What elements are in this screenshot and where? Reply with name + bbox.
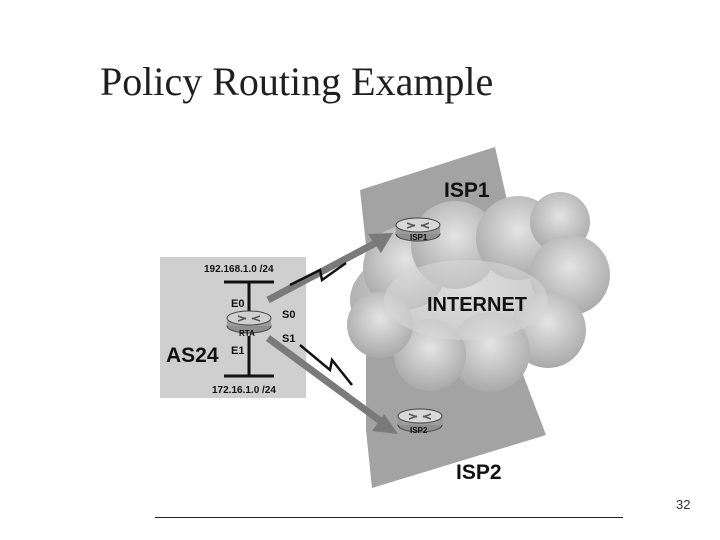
router-rta-label: RTA xyxy=(239,329,255,338)
router-rta-icon[interactable] xyxy=(226,310,272,334)
page-number: 32 xyxy=(676,497,691,512)
network-top-label: 192.168.1.0 /24 xyxy=(204,264,274,275)
isp1-label: ISP1 xyxy=(444,179,490,202)
slide-title: Policy Routing Example xyxy=(100,59,494,104)
network-bottom-label: 172.16.1.0 /24 xyxy=(212,385,276,396)
iface-e1-label: E1 xyxy=(231,345,244,357)
router-isp2-label: ISP2 xyxy=(410,426,428,435)
iface-s1-label: S1 xyxy=(282,333,295,345)
isp2-label: ISP2 xyxy=(456,461,502,484)
iface-e0-label: E0 xyxy=(231,298,244,310)
router-isp1-label: ISP1 xyxy=(410,233,428,242)
as24-label: AS24 xyxy=(166,344,219,367)
link-arrow-isp2 xyxy=(265,335,398,434)
iface-s0-label: S0 xyxy=(282,309,295,321)
router-isp2-icon[interactable] xyxy=(397,408,443,433)
link-arrow-isp1 xyxy=(266,233,393,304)
router-isp1-icon[interactable] xyxy=(395,217,441,242)
internet-label: INTERNET xyxy=(427,294,527,316)
footer-divider xyxy=(155,517,623,518)
